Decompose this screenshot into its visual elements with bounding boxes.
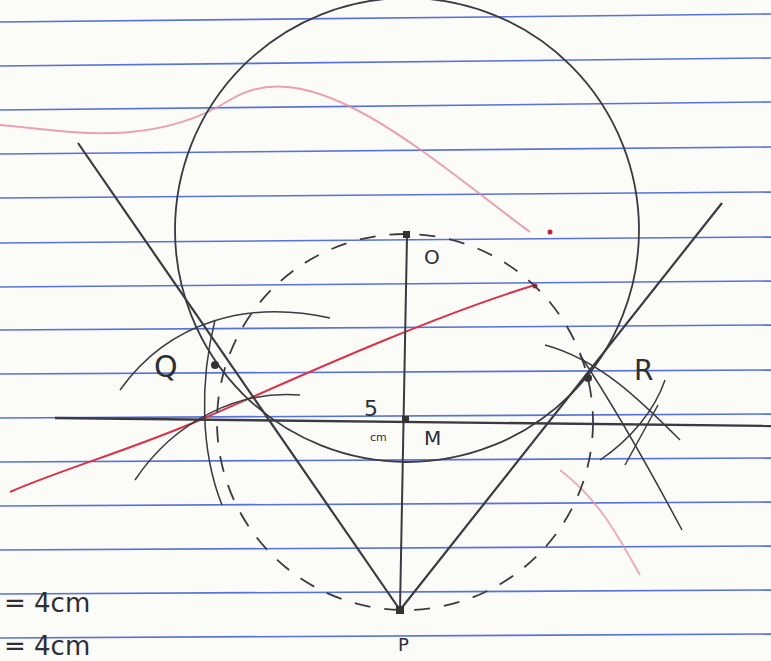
- point-label: O: [424, 247, 440, 267]
- side-note: = 4cm: [4, 633, 90, 659]
- red-pencil-marks: [0, 87, 640, 575]
- tangent-pq: [78, 143, 400, 610]
- points: [211, 231, 592, 614]
- point-label: R: [634, 357, 653, 385]
- point-label: P: [398, 636, 409, 654]
- dimension-value: 5: [364, 398, 378, 420]
- given-circle: [175, 0, 639, 462]
- dimension-unit: cm: [370, 432, 387, 443]
- side-note: = 4cm: [4, 590, 90, 616]
- tangent-pr: [400, 203, 722, 610]
- dashed-circle: [217, 234, 593, 610]
- ruled-lines: [0, 14, 771, 638]
- point-label: Q: [154, 352, 178, 382]
- point-label: M: [424, 428, 441, 448]
- geometry: [55, 0, 771, 610]
